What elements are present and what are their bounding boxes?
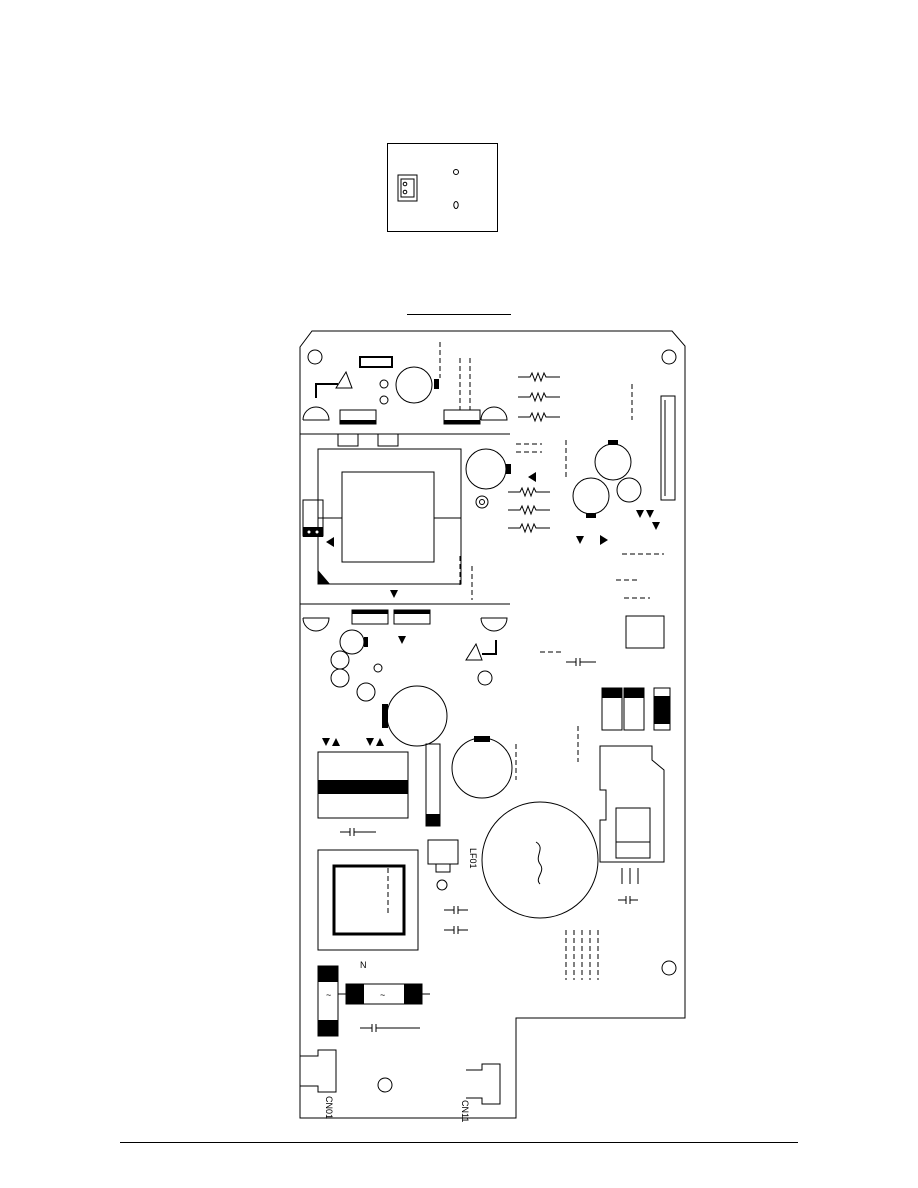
line-filter-core [334, 866, 404, 934]
fuse-symbol: ~ [380, 990, 385, 1000]
ntc-thermistor [428, 840, 458, 864]
mounting-hole [378, 1078, 392, 1092]
warning-triangle-icon [466, 644, 482, 660]
bulk-capacitor [387, 686, 447, 746]
output-connector-label: CN11 [460, 1100, 470, 1122]
jumper-pins [303, 527, 323, 537]
ic-tab [444, 420, 480, 424]
electrolytic-capacitor [573, 478, 609, 514]
electrolytic-capacitor [396, 367, 432, 403]
power-connector [300, 1050, 336, 1092]
capacitor-polarity [434, 379, 439, 389]
rectifier-bridge-tab [426, 814, 440, 826]
coil-symbol [536, 842, 542, 884]
electrolytic-capacitor [595, 444, 631, 480]
transistor-outline [303, 407, 329, 420]
fuse-cap [318, 966, 338, 982]
fuse-cap [404, 984, 422, 1004]
edge-connector [661, 396, 675, 500]
mounting-hole [308, 350, 322, 364]
small-capacitor [357, 683, 375, 701]
small-capacitor [331, 651, 349, 669]
test-point [476, 496, 488, 508]
rectifier-bridge [426, 744, 440, 826]
ntc-symbol: N [360, 960, 367, 970]
inductor-band [318, 780, 408, 794]
transformer-body [318, 449, 461, 584]
ic-tab [352, 610, 388, 614]
transformer-pin1-mark [318, 570, 330, 584]
test-point [380, 396, 388, 404]
footer-rule [120, 1142, 798, 1143]
top-connector [360, 357, 392, 367]
ic-tab [340, 420, 376, 424]
capacitor-polarity [382, 704, 388, 728]
output-connector-body [616, 808, 650, 858]
ntc-base [436, 864, 450, 872]
fuse-cap [318, 1020, 338, 1036]
power-connector-label: CN01 [324, 1096, 334, 1119]
arrow-icon [316, 384, 338, 398]
connector-pins [624, 688, 644, 698]
transformer-core [342, 472, 434, 562]
mounting-hole [662, 350, 676, 364]
connector-pins [654, 696, 670, 724]
diode-group [326, 472, 660, 598]
warning-triangle-icon [336, 372, 352, 388]
transistor-outline [481, 407, 507, 420]
capacitor-polarity [608, 440, 618, 445]
filter-coil-label: LF01 [468, 848, 478, 869]
jumper-pin [316, 531, 319, 534]
bulk-capacitor [452, 738, 512, 798]
dashed-traces [388, 342, 664, 980]
output-connector [466, 1064, 500, 1104]
ic-tab [394, 610, 430, 614]
capacitor-polarity [364, 637, 368, 647]
electrolytic-capacitor [340, 630, 364, 654]
electrolytic-capacitor [466, 449, 506, 489]
arrow-icon [482, 640, 496, 654]
output-connector-outline [600, 746, 664, 862]
relay-outline [626, 616, 664, 648]
capacitor-polarity [506, 464, 511, 474]
capacitor-polarity [474, 736, 490, 742]
mounting-hole [662, 961, 676, 975]
mounting-hole [478, 671, 492, 685]
bead-component [378, 434, 398, 446]
jumper-pin [308, 531, 311, 534]
bead-component [338, 434, 358, 446]
connector-pins [602, 688, 622, 698]
variable-resistor [617, 478, 641, 502]
test-point [380, 380, 388, 388]
fuse-cap [346, 984, 364, 1004]
capacitor-polarity [586, 513, 596, 518]
large-capacitor [482, 802, 598, 918]
small-capacitor [331, 669, 349, 687]
transistor-outline [303, 618, 329, 631]
varistor-symbol [437, 880, 447, 890]
transistor-outline [481, 618, 507, 631]
test-point-inner [480, 500, 485, 505]
test-point [374, 664, 382, 672]
fuse-symbol: ~ [326, 990, 331, 1000]
